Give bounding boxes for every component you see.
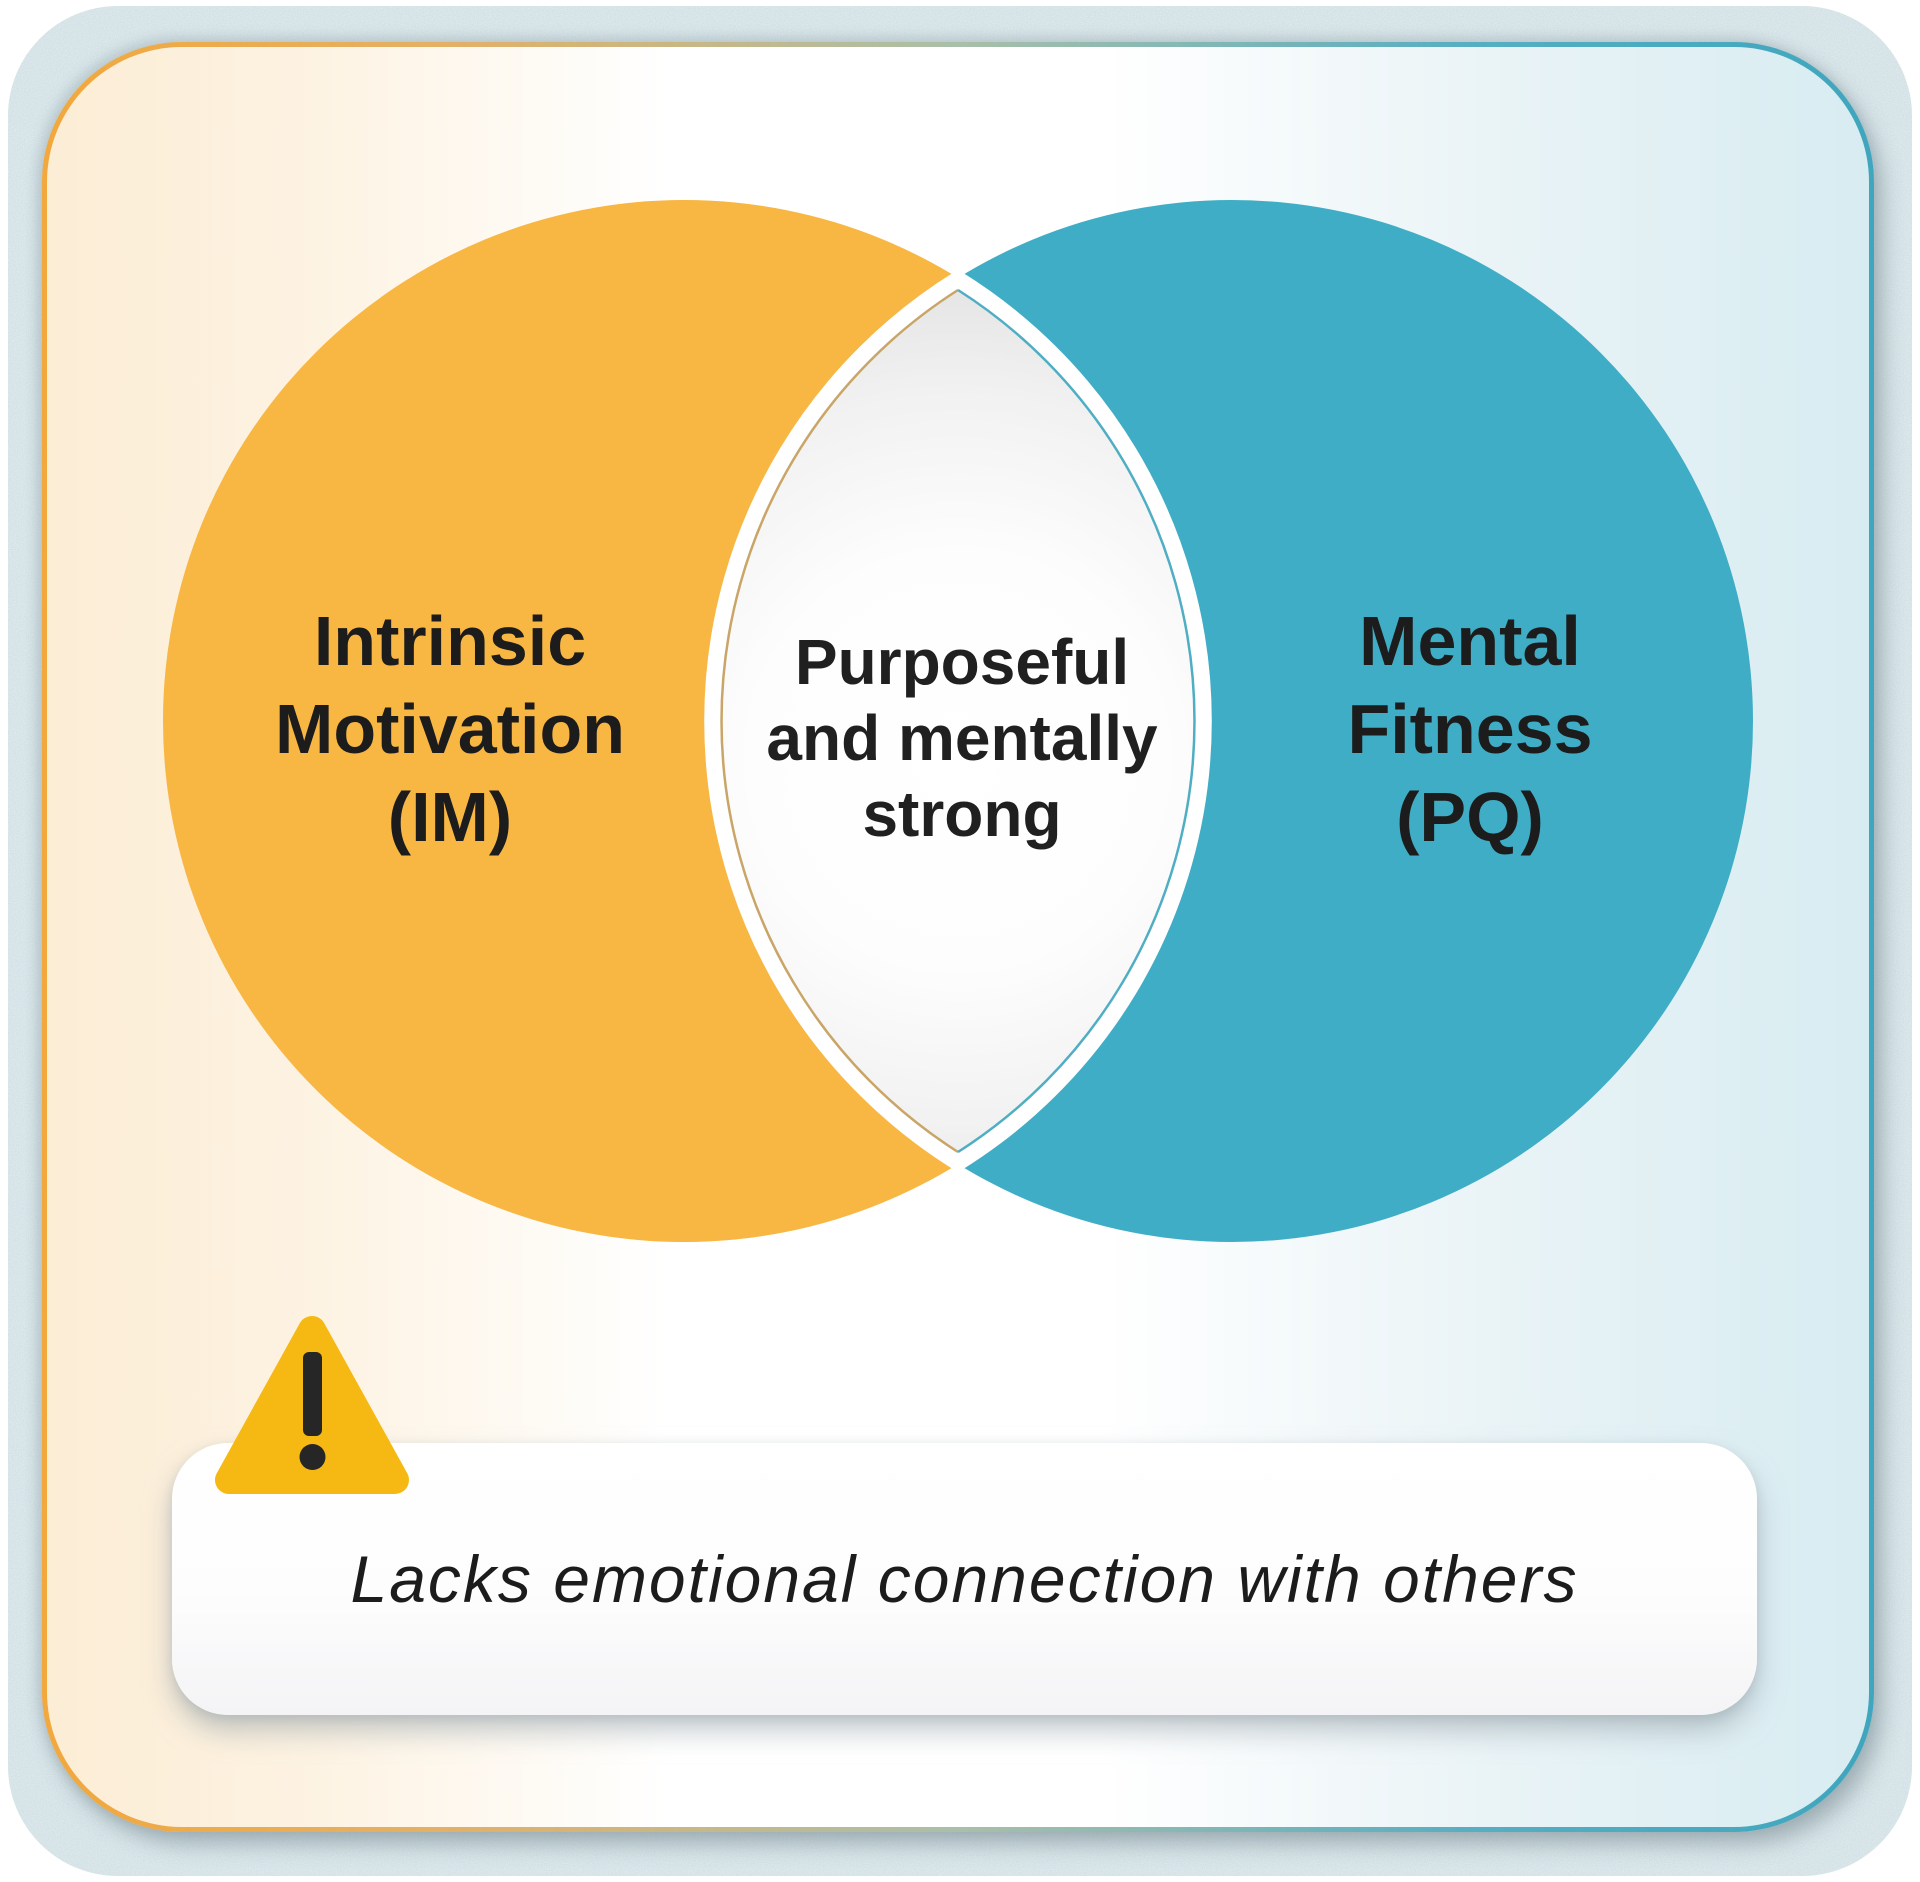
- overlap-label: Purposeful and mentally strong: [732, 624, 1192, 852]
- callout-text: Lacks emotional connection with others: [350, 1542, 1579, 1616]
- right-label-line: Fitness: [1347, 690, 1593, 768]
- overlap-label-line: strong: [862, 778, 1062, 850]
- left-circle-label: Intrinsic Motivation (IM): [200, 597, 700, 861]
- left-label-line: Motivation: [275, 690, 625, 768]
- left-label-line: (IM): [387, 778, 513, 856]
- right-label-line: Mental: [1359, 602, 1581, 680]
- right-label-line: (PQ): [1396, 778, 1544, 856]
- right-circle-label: Mental Fitness (PQ): [1220, 597, 1720, 861]
- overlap-label-line: and mentally: [766, 702, 1158, 774]
- overlap-label-line: Purposeful: [794, 626, 1130, 698]
- left-label-line: Intrinsic: [313, 602, 587, 680]
- callout-panel: Lacks emotional connection with others: [172, 1443, 1757, 1715]
